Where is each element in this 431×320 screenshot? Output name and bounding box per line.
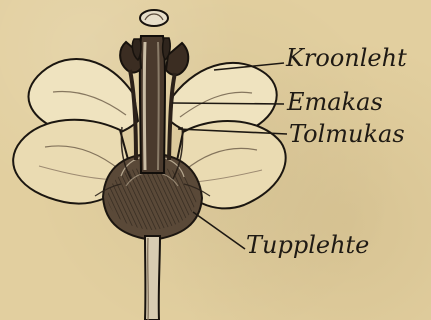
label-tupplehte: Tupplehte bbox=[246, 231, 369, 259]
label-tolmukas: Tolmukas bbox=[289, 120, 405, 148]
leader-emakas bbox=[172, 103, 284, 104]
label-kroonleht: Kroonleht bbox=[285, 44, 407, 72]
label-emakas: Emakas bbox=[286, 88, 383, 116]
stigma bbox=[140, 10, 168, 26]
leader-tupplehte bbox=[193, 212, 245, 249]
